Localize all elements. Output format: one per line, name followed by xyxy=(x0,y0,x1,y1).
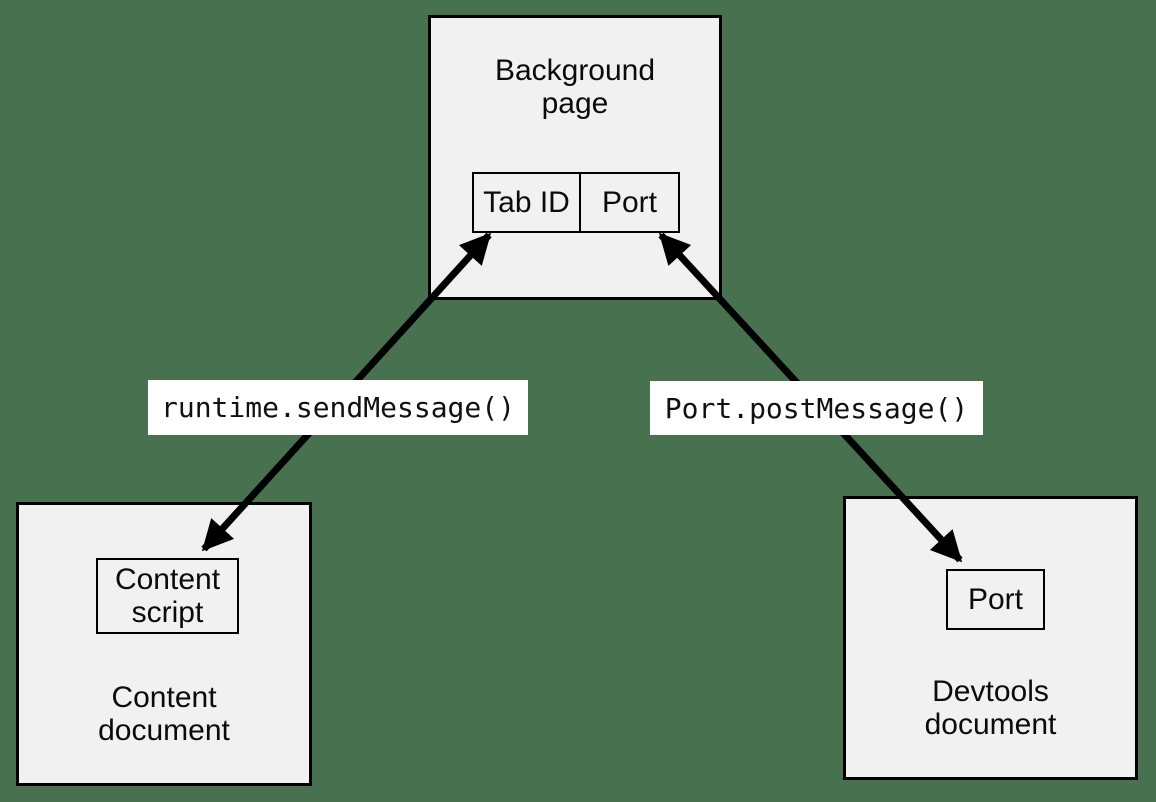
content-document-title: Content document xyxy=(98,681,230,747)
background-page-slot-row: Tab ID Port xyxy=(472,172,680,233)
devtools-port-box: Port xyxy=(946,569,1045,630)
devtools-document-box: Port Devtools document xyxy=(843,496,1138,780)
background-page-title: Background page xyxy=(494,54,656,120)
background-port-slot: Port xyxy=(579,172,680,233)
edge-label-port-postmessage: Port.postMessage() xyxy=(650,381,983,435)
content-script-box: Content script xyxy=(96,558,239,634)
content-document-box: Content script Content document xyxy=(16,502,312,786)
background-page-box: Background page Tab ID Port xyxy=(428,15,722,300)
edge-label-runtime-sendmessage: runtime.sendMessage() xyxy=(148,380,528,435)
tab-id-slot: Tab ID xyxy=(472,172,581,233)
devtools-document-title: Devtools document xyxy=(924,675,1057,741)
